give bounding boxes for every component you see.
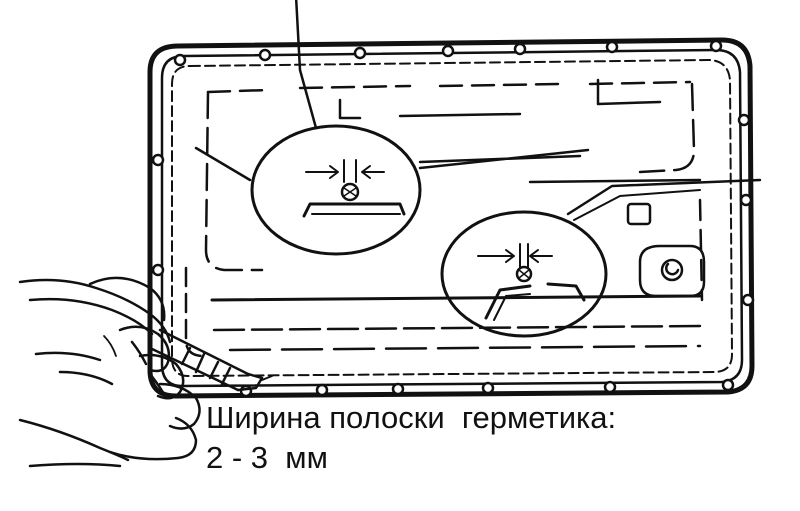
detail-callout-left xyxy=(194,0,590,256)
caption-line-2: 2 - 3 мм xyxy=(206,440,328,475)
pan-interior xyxy=(184,78,706,358)
bolt-holes xyxy=(151,39,755,398)
detail-callout-right xyxy=(440,178,762,338)
sealant-bead xyxy=(171,59,733,377)
sealant-tube-nozzle xyxy=(148,328,273,392)
pan-inner-flange xyxy=(160,48,744,388)
caption-line-1: Ширина полоски герметика: xyxy=(206,400,617,435)
pan-outer-flange xyxy=(147,37,755,399)
sealant-width-caption: Ширина полоски герметика: 2 - 3 мм xyxy=(206,398,616,478)
hand-illustration xyxy=(18,276,201,468)
